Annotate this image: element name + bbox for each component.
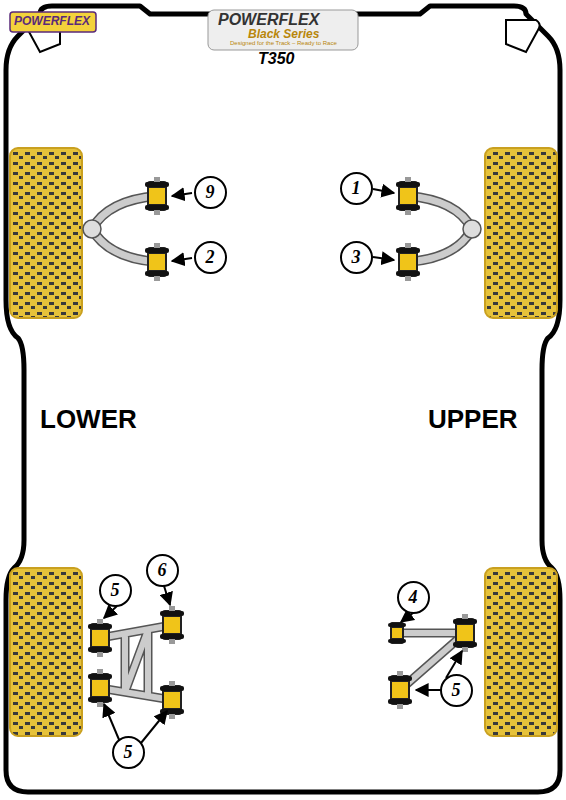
callout-number: 5 (111, 580, 120, 601)
callout-circle: 1 (340, 172, 373, 205)
tagline: Designed for the Track – Ready to Race (230, 40, 337, 46)
callout-number: 4 (409, 587, 418, 608)
callout-number: 9 (206, 182, 215, 203)
callout-circle: 4 (397, 581, 430, 614)
callout-circle: 5 (440, 674, 473, 707)
callout-number: 2 (206, 247, 215, 268)
section-label: UPPER (428, 404, 518, 435)
callout-number: 5 (124, 742, 133, 763)
callout-circle: 9 (194, 176, 227, 209)
callout-number: 6 (158, 560, 167, 581)
section-label: LOWER (40, 404, 137, 435)
callout-circle: 3 (340, 241, 373, 274)
brand-logo: POWERFLEX (218, 11, 319, 29)
callout-circle: 5 (99, 574, 132, 607)
callout-circle: 2 (194, 241, 227, 274)
callout-circle: 6 (146, 554, 179, 587)
callout-circle: 5 (112, 736, 145, 769)
series-name: Black Series (248, 27, 319, 41)
callout-number: 1 (352, 178, 361, 199)
model-title: T350 (258, 50, 294, 68)
callout-number: 5 (452, 680, 461, 701)
brand-logo: POWERFLEX (14, 14, 90, 28)
callout-number: 3 (352, 247, 361, 268)
